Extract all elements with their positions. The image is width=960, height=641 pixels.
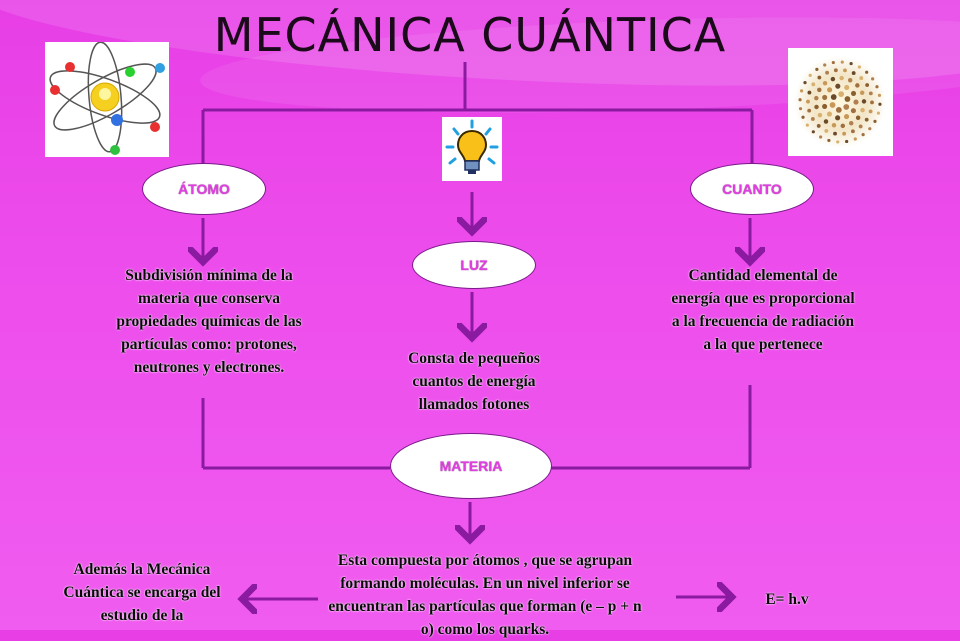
sphere-particle bbox=[858, 124, 863, 129]
sphere-particle bbox=[868, 127, 872, 131]
sphere-particle bbox=[810, 117, 815, 121]
sphere-particle bbox=[822, 103, 828, 109]
sphere-particle bbox=[843, 104, 850, 110]
lightbulb-icon bbox=[442, 117, 502, 181]
sphere-particle bbox=[855, 115, 861, 120]
node-luz: LUZ bbox=[412, 241, 536, 289]
sphere-particle bbox=[798, 107, 803, 111]
sphere-particle bbox=[827, 87, 833, 93]
sphere-particle bbox=[816, 123, 821, 128]
formula: E= h.v bbox=[765, 591, 809, 608]
sphere-particle bbox=[850, 108, 856, 114]
sphere-particle bbox=[864, 117, 869, 122]
sphere-particle bbox=[811, 130, 815, 134]
sphere-particle bbox=[859, 90, 865, 96]
sphere-particle bbox=[855, 83, 860, 88]
sphere-particle bbox=[817, 75, 822, 80]
sphere-particle bbox=[847, 78, 853, 83]
sphere-particle bbox=[803, 81, 807, 85]
sphere-particle bbox=[840, 60, 844, 64]
sphere-particle bbox=[868, 91, 873, 96]
sphere-particle bbox=[853, 137, 857, 141]
sphere-particle bbox=[870, 100, 874, 105]
sphere-particle bbox=[845, 139, 849, 144]
node-materia: MATERIA bbox=[390, 433, 552, 499]
sphere-particle bbox=[822, 94, 828, 100]
sphere-particle bbox=[843, 114, 850, 120]
sphere-particle bbox=[830, 76, 836, 82]
sphere-particle bbox=[843, 68, 847, 73]
sphere-particle bbox=[823, 63, 827, 67]
sphere-particle bbox=[814, 95, 819, 101]
sphere-particle bbox=[840, 123, 846, 129]
node-atomo: ÁTOMO bbox=[142, 163, 266, 215]
sphere-particle bbox=[839, 75, 844, 81]
sphere-particle bbox=[807, 108, 812, 113]
sphere-particle bbox=[827, 138, 831, 143]
particle-sphere-icon bbox=[788, 48, 893, 156]
sphere-particle bbox=[833, 68, 838, 73]
atomo-description: Subdivisión mínima de la materia que con… bbox=[116, 267, 302, 376]
sphere-particle bbox=[851, 71, 856, 75]
sphere-particle bbox=[868, 109, 873, 114]
sphere-particle bbox=[806, 99, 810, 104]
sphere-particle bbox=[865, 83, 870, 87]
sphere-particle bbox=[835, 107, 842, 113]
sphere-particle bbox=[873, 119, 877, 123]
sphere-particle bbox=[829, 102, 836, 108]
sphere-particle bbox=[817, 87, 822, 93]
sphere-particle bbox=[831, 60, 835, 65]
sphere-particle bbox=[876, 111, 881, 115]
cuanto-description: Cantidad elemental de energía que es pro… bbox=[671, 267, 855, 353]
sphere-particle bbox=[850, 90, 857, 96]
sphere-particle bbox=[853, 99, 859, 105]
materia-description: Esta compuesta por átomos , que se agrup… bbox=[328, 552, 642, 638]
sphere-particle bbox=[835, 115, 841, 121]
sphere-particle bbox=[844, 96, 851, 102]
page-title: MECÁNICA CUÁNTICA bbox=[213, 8, 727, 62]
sphere-particle bbox=[811, 82, 816, 87]
sphere-particle bbox=[808, 73, 812, 77]
sphere-particle bbox=[799, 89, 804, 93]
sphere-particle bbox=[823, 119, 829, 124]
sphere-particle bbox=[848, 120, 854, 126]
left-description: Además la Mecánica Cuántica se encarga d… bbox=[63, 561, 221, 624]
sphere-particle bbox=[861, 99, 867, 104]
sphere-particle bbox=[819, 135, 823, 139]
sphere-particle bbox=[842, 131, 847, 136]
sphere-particle bbox=[875, 85, 879, 89]
sphere-particle bbox=[850, 129, 855, 134]
sphere-particle bbox=[798, 98, 802, 102]
sphere-particle bbox=[849, 61, 853, 66]
sphere-particle bbox=[807, 90, 812, 95]
sphere-particle bbox=[817, 112, 823, 118]
node-cuanto: CUANTO bbox=[690, 163, 814, 215]
sphere-particle bbox=[814, 104, 819, 110]
sphere-particle bbox=[815, 67, 819, 71]
sphere-particle bbox=[830, 94, 837, 100]
sphere-particle bbox=[861, 133, 865, 137]
sphere-particle bbox=[860, 107, 865, 113]
atom-icon bbox=[45, 41, 169, 157]
sphere-particle bbox=[825, 70, 830, 75]
sphere-particle bbox=[859, 76, 864, 81]
luz-description: Consta de pequeños cuantos de energía ll… bbox=[408, 350, 540, 413]
sphere-particle bbox=[805, 123, 809, 127]
sphere-particle bbox=[838, 91, 845, 97]
sphere-particle bbox=[878, 102, 882, 106]
sphere-particle bbox=[844, 84, 850, 91]
sphere-particle bbox=[865, 70, 869, 74]
sphere-particle bbox=[833, 131, 837, 136]
sphere-particle bbox=[835, 83, 841, 89]
sphere-particle bbox=[826, 111, 833, 117]
sphere-particle bbox=[871, 77, 875, 81]
sphere-particle bbox=[831, 122, 837, 128]
sphere-particle bbox=[824, 129, 829, 133]
sphere-particle bbox=[822, 80, 828, 86]
sphere-particle bbox=[877, 93, 882, 97]
sphere-particle bbox=[857, 65, 861, 69]
sphere-particle bbox=[836, 140, 840, 144]
sphere-particle bbox=[801, 115, 805, 119]
